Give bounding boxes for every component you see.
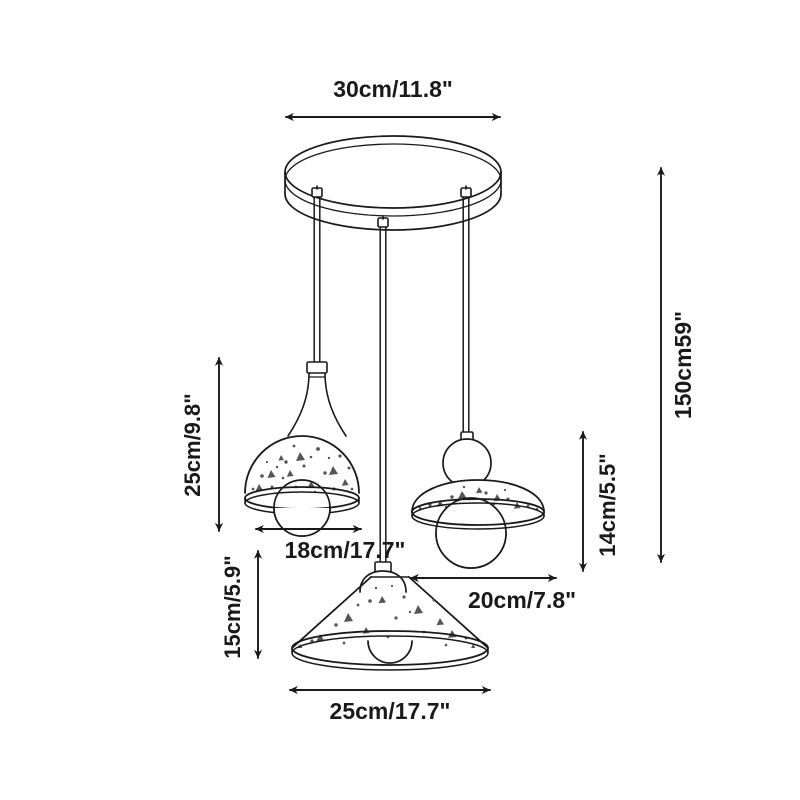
label-total-drop: 150cm59": [670, 311, 696, 419]
ceiling-canopy: [284, 135, 502, 231]
label-cone-width: 25cm/17.7": [330, 698, 451, 724]
cord-right: [460, 185, 472, 433]
cord-center: [377, 215, 389, 563]
label-dome-width: 18cm/17.7": [285, 537, 406, 563]
label-cone-height: 15cm/5.9": [220, 555, 245, 658]
label-canopy-diameter: 30cm/11.8": [333, 76, 453, 102]
label-disc-height: 14cm/5.5": [595, 453, 620, 556]
label-dome-height: 25cm/9.8": [180, 393, 205, 496]
cone-pendant: [291, 561, 489, 671]
label-disc-width: 20cm/7.8": [468, 587, 576, 613]
disc-pendant: [411, 431, 545, 569]
dome-pendant: [244, 361, 360, 537]
cord-left: [311, 185, 323, 363]
speckle-texture-cone: [296, 584, 477, 648]
